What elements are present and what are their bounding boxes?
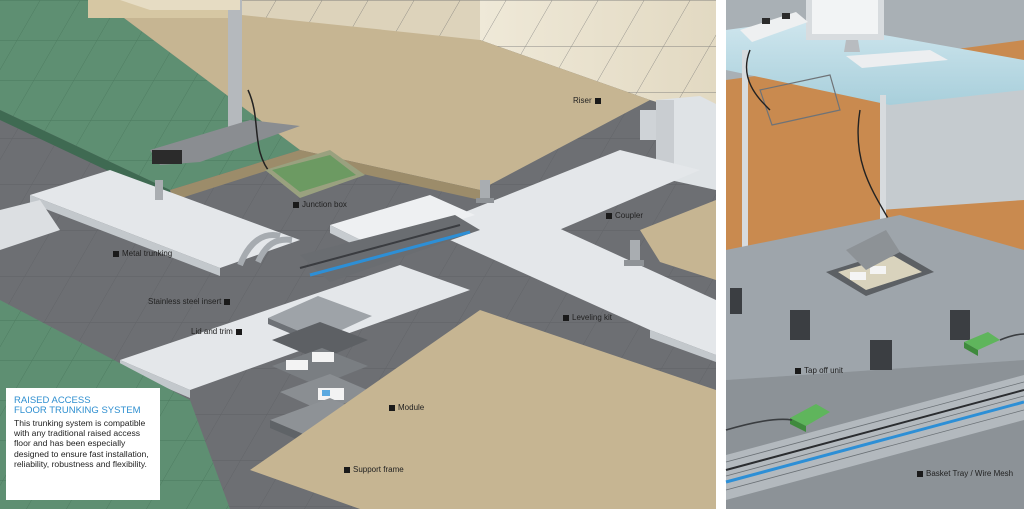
panel-divider: [716, 0, 726, 509]
callout-module: Module: [389, 403, 424, 413]
marker-square-icon: [293, 202, 299, 208]
marker-square-icon: [235, 329, 242, 335]
info-description: This trunking system is compatible with …: [14, 418, 149, 469]
callout-leveling-kit: Leveling kit: [563, 313, 612, 323]
coupler-label: Coupler: [615, 211, 644, 220]
main-panel: [0, 0, 716, 509]
callout-stainless-steel-insert: Stainless steel insert: [148, 297, 231, 307]
info-box: RAISED ACCESS FLOOR TRUNKING SYSTEM This…: [6, 388, 160, 500]
marker-square-icon: [594, 98, 601, 104]
detail-panel: [725, 0, 1024, 509]
callout-junction-box: Junction box: [293, 200, 347, 210]
basket-tray-label: Basket Tray / Wire Mesh: [926, 469, 1014, 478]
callout-metal-trunking: Metal trunking: [113, 249, 172, 259]
info-title-line1: RAISED ACCESS: [14, 395, 91, 406]
marker-square-icon: [389, 405, 395, 411]
leveling-kit-label: Leveling kit: [572, 313, 613, 322]
riser-label: Riser: [573, 96, 592, 105]
marker-square-icon: [344, 467, 350, 473]
marker-square-icon: [563, 315, 569, 321]
callout-riser: Riser: [573, 96, 601, 106]
callout-support-frame: Support frame: [344, 465, 404, 475]
callout-coupler: Coupler: [606, 211, 643, 221]
callout-basket-tray: Basket Tray / Wire Mesh: [917, 469, 1013, 479]
marker-square-icon: [917, 471, 923, 477]
callout-tap-off-unit: Tap off unit: [795, 366, 843, 376]
marker-square-icon: [606, 213, 612, 219]
marker-square-icon: [795, 368, 801, 374]
metal-trunking-label: Metal trunking: [122, 249, 173, 258]
marker-square-icon: [113, 251, 119, 257]
callout-lid-and-trim: Lid and trim: [191, 327, 242, 337]
lid-and-trim-label: Lid and trim: [191, 327, 233, 336]
info-title-line2: FLOOR TRUNKING SYSTEM: [14, 405, 141, 416]
tap-off-unit-label: Tap off unit: [804, 366, 843, 375]
module-label: Module: [398, 403, 425, 412]
marker-square-icon: [224, 299, 231, 305]
support-frame-label: Support frame: [353, 465, 404, 474]
junction-box-label: Junction box: [302, 200, 347, 209]
stainless-steel-insert-label: Stainless steel insert: [148, 297, 222, 306]
